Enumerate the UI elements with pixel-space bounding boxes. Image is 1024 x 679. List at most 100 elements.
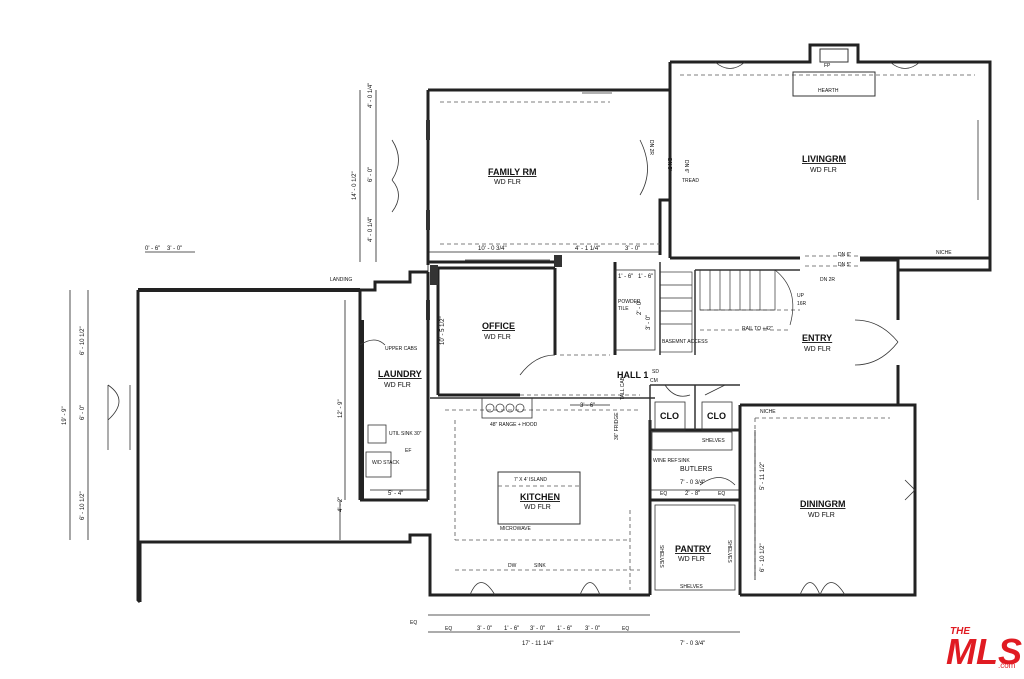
dn6-b-label: DN 6" (838, 252, 851, 258)
fp-label: FP (824, 63, 831, 69)
niche-dining-label: NICHE (760, 409, 776, 415)
dim-hall-w: 4' - 1 1/4" (575, 246, 600, 252)
cm-label: CM (650, 378, 658, 384)
dim-b-5: 3' - 0" (585, 626, 600, 632)
closet-1-label: CLO (660, 411, 679, 421)
hearth-label: HEARTH (818, 88, 839, 94)
powder-room (614, 269, 656, 351)
butler-counter (651, 431, 733, 451)
eq-4-label: EQ (718, 491, 725, 497)
dim-pw-a: 1' - 6" (618, 274, 633, 280)
sd-label: SD (652, 369, 659, 375)
dashed-lines (440, 74, 975, 590)
dw-label: DW (508, 563, 517, 569)
dim-butler-w: 7' - 0 3/4" (680, 480, 705, 486)
butler-sink-label: SINK (678, 458, 690, 464)
family-room-floor: WD FLR (494, 179, 521, 186)
fridge-label: 36" FRIDGE (614, 412, 620, 440)
ef-label: EF (405, 448, 411, 454)
dim-top-a: 0' - 6" (145, 246, 160, 252)
shelves-bottom-label: SHELVES (680, 584, 703, 590)
shelves-left-label: SHELVES (658, 545, 664, 568)
dim-dining-a: 5' - 11 1/2" (760, 462, 766, 490)
dim-office-h: 10' - 5 1/2" (440, 316, 446, 345)
up-r-label: 16R (797, 301, 807, 307)
niche-living-label: NICHE (936, 250, 952, 256)
dining-room-floor: WD FLR (808, 512, 835, 519)
dim-left-top: 4' - 0 1/4" (368, 83, 374, 108)
laundry-floor: WD FLR (384, 382, 411, 389)
landing-label: LANDING (330, 277, 352, 283)
pantry-floor: WD FLR (678, 556, 705, 563)
kitchen-floor: WD FLR (524, 504, 551, 511)
dim-b-2: 1' - 6" (504, 626, 519, 632)
dim-b-1: 3' - 0" (477, 626, 492, 632)
dim-laundry-w: 5' - 4" (388, 491, 403, 497)
powder-label: POWDER (618, 299, 641, 305)
dim-fam-w: 10' - 0 3/4" (478, 246, 507, 252)
eq-2-label: EQ (622, 626, 629, 632)
hall-label: HALL 1 (617, 370, 648, 380)
microwave-label: MICROWAVE (500, 526, 531, 532)
util-sink (367, 424, 387, 444)
dim-laundry-h: 12' - 9" (338, 399, 344, 418)
dim-b-4: 1' - 6" (557, 626, 572, 632)
butlers-label: BUTLERS (680, 466, 713, 473)
tall-cab-label: TALL CAB (620, 376, 626, 400)
dim-b-right: 7' - 0 3/4" (680, 641, 705, 647)
island-label: 7' X 4' ISLAND (514, 477, 547, 483)
svg-text:MLS: MLS (946, 631, 1022, 672)
dn2r-a-label: DN 2R (648, 140, 654, 155)
range (481, 397, 533, 419)
exterior-walls (136, 43, 992, 604)
family-room-label: FAMILY RM (488, 167, 537, 177)
tread-label: TREAD (682, 178, 699, 184)
entry-floor: WD FLR (804, 346, 831, 353)
dim-left-bot: 4' - 0 1/4" (368, 217, 374, 242)
butler-shelves-label: SHELVES (702, 438, 725, 444)
dimension-lines (69, 90, 756, 633)
closet-1 (654, 401, 686, 431)
dim-butler-b: 2' - 8" (685, 491, 700, 497)
dim-hall-3: 3' - 6" (580, 403, 595, 409)
svg-text:.com: .com (998, 661, 1016, 670)
dim-b-3: 3' - 0" (530, 626, 545, 632)
util-sink-label: UTIL SINK 30" (389, 431, 422, 437)
tile-label: TILE (618, 306, 629, 312)
pantry-label: PANTRY (675, 544, 711, 554)
pantry-shelves (654, 504, 736, 591)
wine-ref-label: WINE REF (653, 458, 677, 464)
hearth (792, 71, 876, 97)
office-label: OFFICE (482, 321, 515, 331)
svg-text:THE: THE (950, 626, 970, 637)
shelves-right-label: SHELVES (726, 540, 732, 563)
dim-gar-3: 6' - 10 1/2" (80, 491, 86, 520)
dim-dining-b: 6' - 10 1/2" (760, 543, 766, 572)
rail-label: RAIL TO +42" (742, 326, 773, 332)
doors (107, 61, 921, 596)
sink-label: SINK (534, 563, 546, 569)
up-label: UP (797, 293, 805, 299)
closet-2 (701, 401, 733, 431)
dn5-b-label: DN 5" (838, 262, 851, 268)
wd-label: W/D STACK (372, 460, 400, 466)
dim-pwr2: 3' - 0" (646, 315, 652, 330)
living-room-floor: WD FLR (810, 167, 837, 174)
dim-gar-2: 6' - 0" (80, 405, 86, 420)
dim-left-total: 14' - 0 1/2" (352, 171, 358, 200)
dining-room-label: DININGRM (800, 499, 846, 509)
wall-fills (138, 120, 562, 500)
kitchen-label: KITCHEN (520, 492, 560, 502)
entry-label: ENTRY (802, 333, 832, 343)
range-label: 48" RANGE + HOOD (490, 422, 538, 428)
dim-top-b: 3' - 0" (167, 246, 182, 252)
dim-pwr: 2' - 0" (637, 300, 643, 315)
fireplace (819, 48, 849, 63)
windows (465, 92, 979, 261)
mls-logo: THE MLS .com (946, 626, 1022, 672)
closet-2-label: CLO (707, 411, 726, 421)
eq-5-label: EQ (410, 620, 417, 626)
dn6-a-label: DN 6" (683, 160, 689, 173)
eq-1-label: EQ (445, 626, 452, 632)
